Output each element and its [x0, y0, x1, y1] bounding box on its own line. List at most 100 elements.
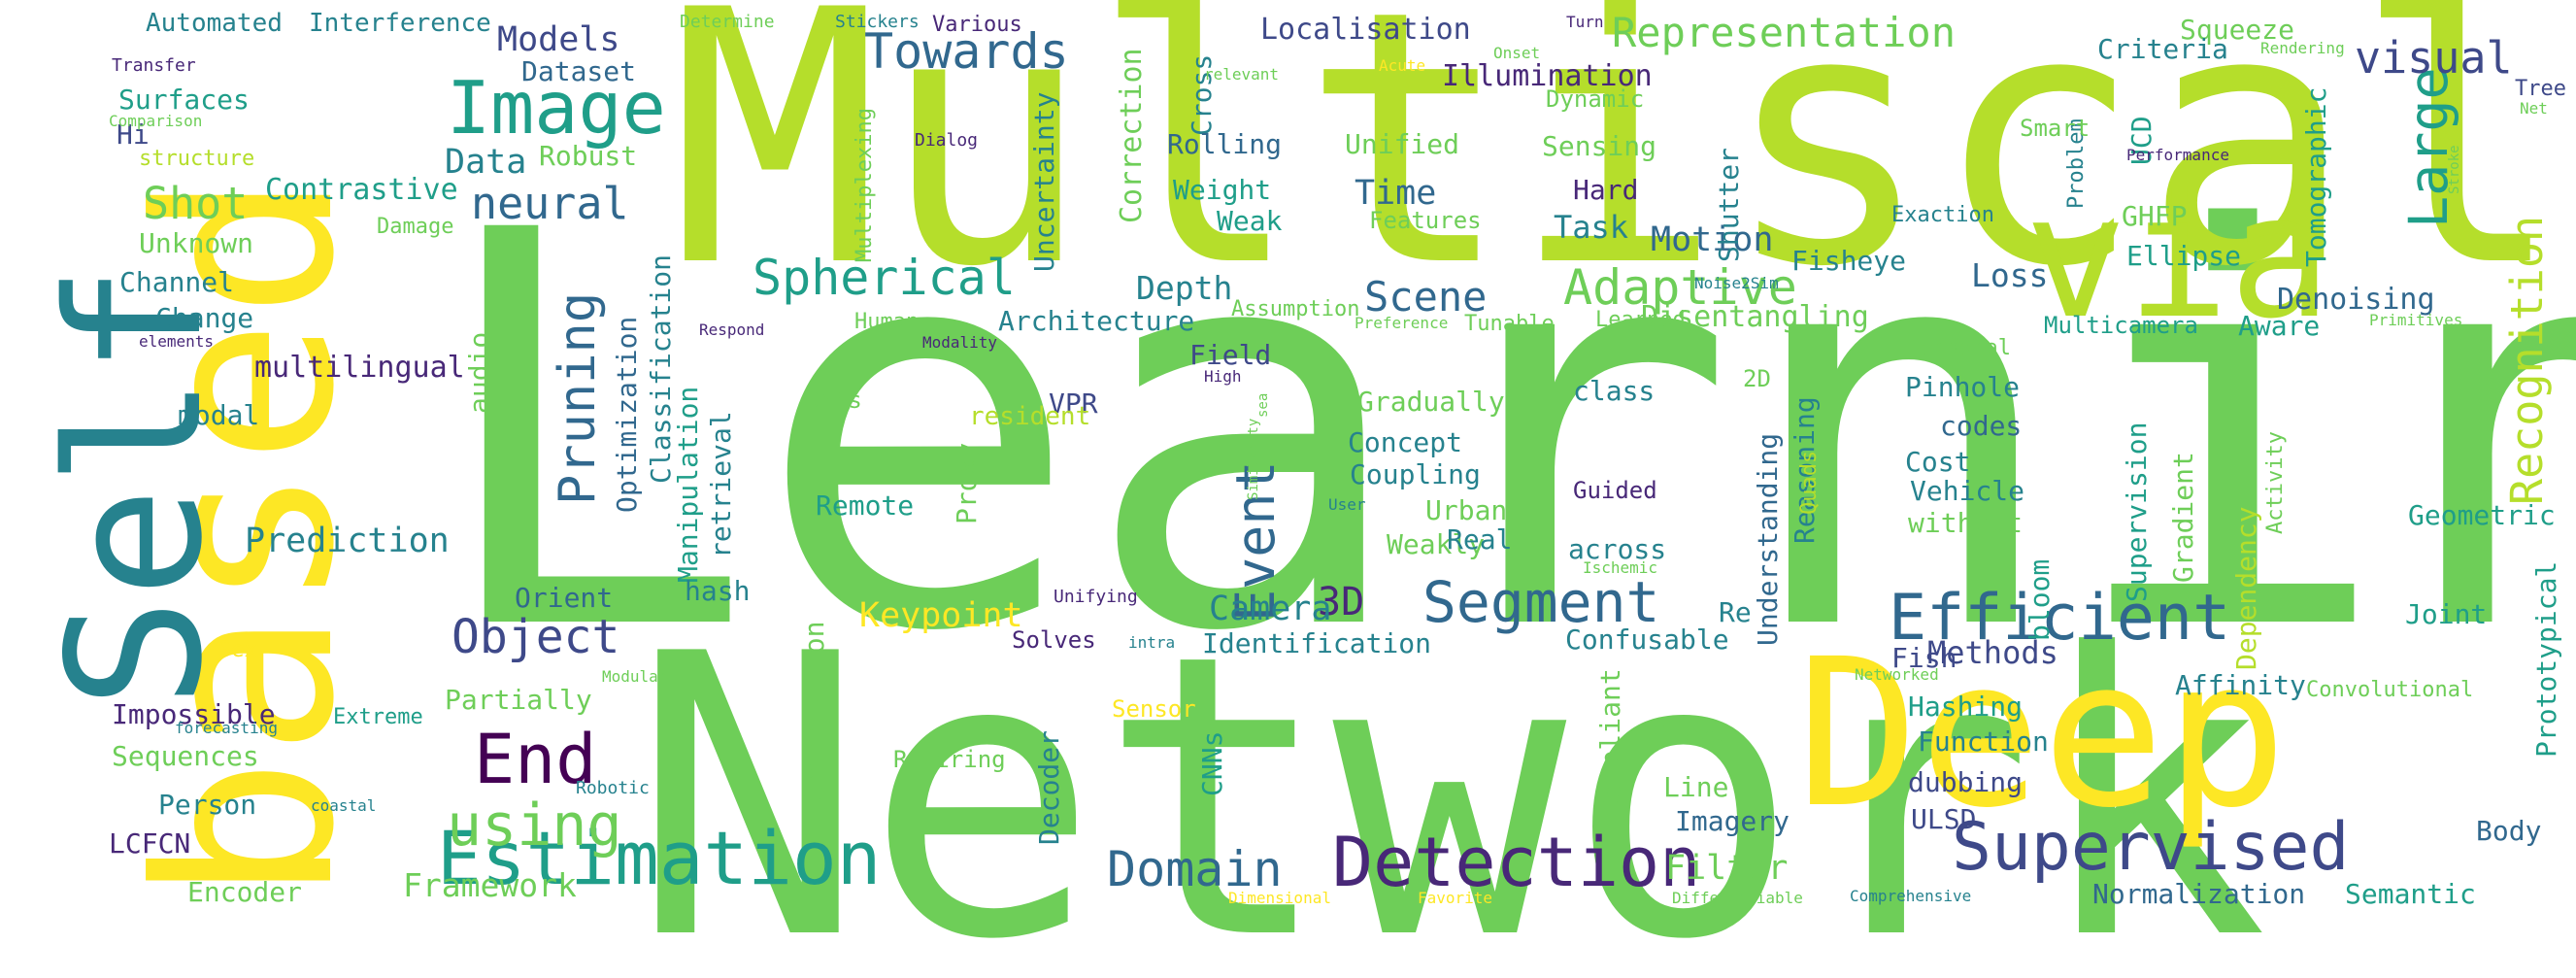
word-learning: Learning — [427, 118, 2576, 751]
word-extreme: Extreme — [333, 705, 423, 729]
word-scene: Scene — [1364, 273, 1487, 320]
word-prediction: Prediction — [245, 522, 450, 560]
word-imagery: Imagery — [1675, 805, 1790, 837]
word-vehicle: Vehicle — [1910, 475, 2024, 507]
word-ghfp: GHFP — [2122, 200, 2187, 232]
word-high: High — [1204, 367, 1242, 386]
word-multicamera: Multicamera — [2044, 312, 2198, 339]
word-human: Human — [854, 310, 919, 334]
word-similarity: Similarity — [1246, 419, 1261, 500]
word-robust: Robust — [539, 140, 637, 172]
word-cost: Cost — [1905, 446, 1970, 478]
word-loss: Loss — [1971, 256, 2048, 294]
word-exaction: Exaction — [1891, 203, 1994, 227]
word-acute: Acute — [1379, 56, 1425, 75]
word-surfaces: Surfaces — [118, 84, 250, 116]
word-reasoning: Reasoning — [1789, 396, 1821, 544]
word-efficient: Efficient — [1889, 582, 2230, 655]
word-sea: sea — [1255, 393, 1271, 418]
word-spherical: Spherical — [753, 250, 1016, 306]
word-event: Event — [1224, 460, 1287, 622]
word-line: Line — [1663, 771, 1728, 803]
word-representation: Representation — [1612, 9, 1956, 56]
word-self: Self — [28, 264, 243, 709]
word-change: Change — [155, 302, 253, 334]
word-modality: Modality — [922, 333, 997, 352]
word-localisation: Localisation — [1260, 13, 1471, 47]
word-geometric: Geometric — [2408, 499, 2556, 531]
word-joint: Joint — [2405, 598, 2487, 630]
word-urban: Urban — [1425, 494, 1507, 526]
word-lcfcn: LCFCN — [109, 827, 190, 860]
word-dubbing: dubbing — [1908, 766, 2023, 798]
word-2d: 2D — [1743, 365, 1771, 392]
word-fish: Fish — [1891, 642, 1957, 674]
word-favorite: Favorite — [1418, 889, 1492, 907]
word-visual: visual — [2355, 32, 2513, 84]
word-unified: Unified — [1345, 128, 1459, 160]
word-resident: resident — [969, 402, 1090, 431]
word-onset: Onset — [1493, 44, 1540, 62]
word-ischemic: Ischemic — [1583, 558, 1657, 577]
word-large: Large — [2397, 67, 2459, 228]
word-manipulation: Manipulation — [672, 387, 704, 583]
word-supervision: Supervision — [2121, 422, 2153, 602]
word-shot: Shot — [143, 178, 248, 229]
word-data: Data — [445, 143, 526, 182]
word-via: via — [2024, 159, 2331, 356]
word-concept: Concept — [1348, 426, 1462, 458]
word-3d: 3D — [1318, 580, 1364, 624]
word-prototypical: Prototypical — [2530, 561, 2562, 758]
word-coupling: Coupling — [1350, 458, 1481, 490]
word-stroke: Stroke — [2447, 145, 2462, 194]
word-preference: Preference — [1355, 314, 1448, 332]
word-network: Network — [631, 573, 2268, 978]
word-features: Features — [1369, 207, 1482, 234]
word-activity: Activity — [2263, 431, 2288, 534]
word-decoder: Decoder — [1033, 730, 1065, 845]
word-denoising: Denoising — [2277, 283, 2435, 317]
word-retrieval: retrieval — [705, 411, 737, 558]
word-performance: Performance — [2126, 146, 2229, 164]
word-structure: structure — [139, 147, 254, 171]
word-compliant: Compliant — [1594, 668, 1626, 816]
word-normalization: Normalization — [2092, 878, 2305, 910]
word-hard: Hard — [1573, 174, 1638, 206]
word-weakly: Weakly — [1387, 528, 1485, 560]
word-orientation: Orientation — [798, 622, 830, 801]
word-shutter: Shutter — [1713, 148, 1745, 262]
word-semantic: Semantic — [2345, 878, 2476, 910]
word-motion: Motion — [1651, 220, 1773, 259]
word-convolutional: Convolutional — [2306, 678, 2473, 702]
word-depth: Depth — [1136, 269, 1232, 307]
word-relevant: relevant — [1204, 65, 1279, 84]
word-pinhole: Pinhole — [1905, 371, 2020, 403]
word-cnns: CNNs — [1196, 731, 1228, 796]
word-real: Real — [1447, 523, 1512, 556]
word-encoder: Encoder — [187, 876, 302, 908]
word-guided: Guided — [1573, 477, 1657, 504]
word-across: across — [1568, 533, 1666, 565]
word-orient: Orient — [515, 582, 613, 614]
word-dynamic: Dynamic — [1546, 85, 1644, 113]
word-contrastive: Contrastive — [265, 173, 458, 207]
word-dependency: Dependency — [2230, 506, 2262, 670]
word-neural: neural — [471, 178, 629, 229]
word-sensor: Sensor — [1112, 695, 1196, 723]
word-person: Person — [158, 789, 256, 821]
word-dialog: Dialog — [915, 130, 978, 151]
word-place: Place — [1651, 719, 1732, 751]
word-ucd: UCD — [2125, 116, 2158, 165]
word-identification: Identification — [1202, 627, 1431, 659]
word-gradient: Gradient — [2167, 452, 2199, 583]
word-field: Field — [1189, 339, 1271, 371]
word-image: Image — [447, 65, 666, 151]
word-hash: hash — [685, 575, 750, 607]
word-multilingual: multilingual — [254, 351, 465, 385]
word-forecasting: forecasting — [175, 719, 278, 737]
word-methods: Methods — [1927, 634, 2058, 671]
word-domain: Domain — [1107, 841, 1283, 897]
word-deep: Deep — [1796, 615, 2288, 853]
